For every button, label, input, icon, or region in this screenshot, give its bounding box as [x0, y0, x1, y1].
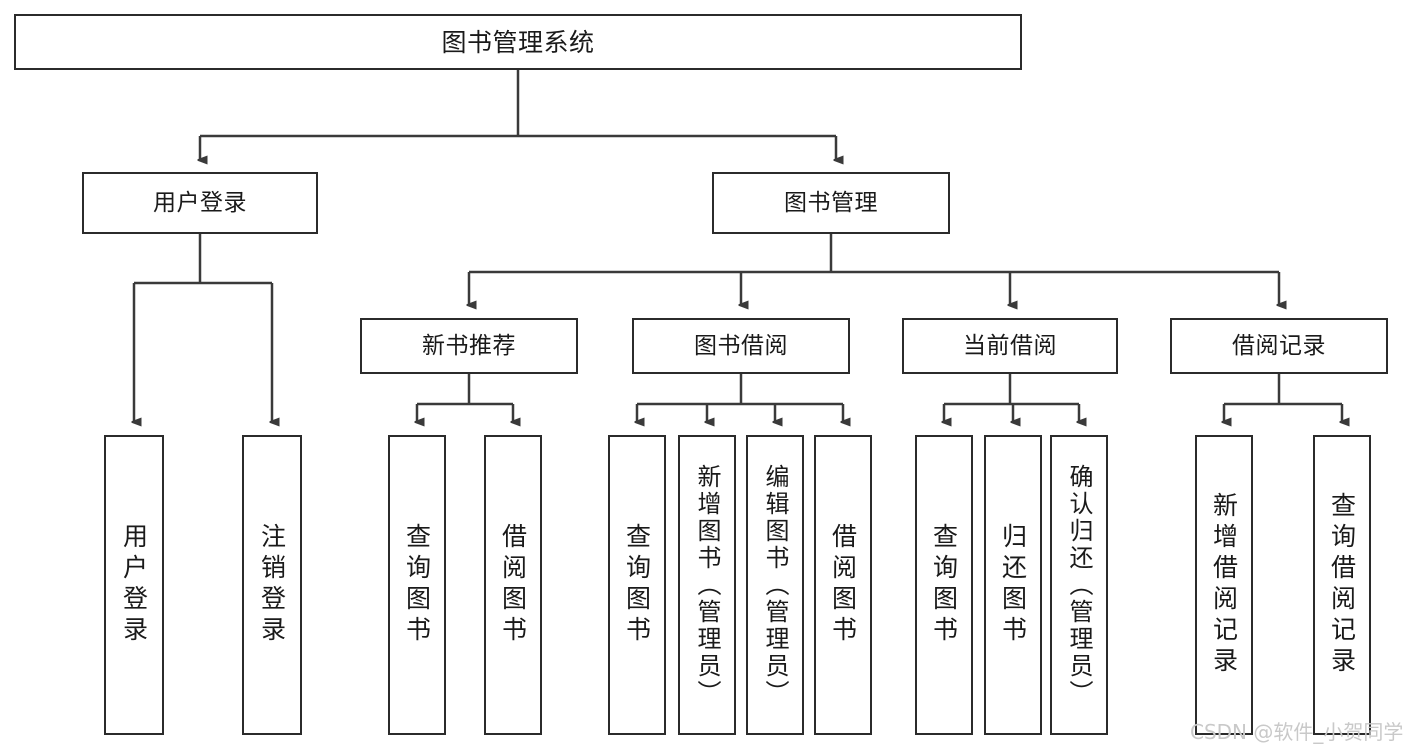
node-leaf-confirm-return[interactable]: 确认归还（管理员）: [1050, 435, 1108, 735]
node-book-manage-label: 图书管理: [784, 189, 878, 216]
node-leaf-add-record[interactable]: 新增借阅记录: [1195, 435, 1253, 735]
node-leaf-borrow-book-1[interactable]: 借阅图书: [484, 435, 542, 735]
node-new-book-recommend-label: 新书推荐: [422, 332, 516, 359]
node-root[interactable]: 图书管理系统: [14, 14, 1022, 70]
node-leaf-add-book[interactable]: 新增图书（管理员）: [678, 435, 736, 735]
node-leaf-add-record-label: 新增借阅记录: [1209, 492, 1239, 678]
node-leaf-return-book[interactable]: 归还图书: [984, 435, 1042, 735]
node-book-borrow-label: 图书借阅: [694, 332, 788, 359]
node-book-borrow[interactable]: 图书借阅: [632, 318, 850, 374]
node-new-book-recommend[interactable]: 新书推荐: [360, 318, 578, 374]
node-leaf-query-book-3[interactable]: 查询图书: [915, 435, 973, 735]
node-leaf-query-record-label: 查询借阅记录: [1327, 492, 1357, 678]
node-borrow-record[interactable]: 借阅记录: [1170, 318, 1388, 374]
node-leaf-user-login[interactable]: 用户登录: [104, 435, 164, 735]
node-leaf-borrow-book-2[interactable]: 借阅图书: [814, 435, 872, 735]
node-leaf-query-book-1[interactable]: 查询图书: [388, 435, 446, 735]
node-user-login-label: 用户登录: [153, 189, 247, 216]
node-leaf-query-book-3-label: 查询图书: [929, 523, 959, 647]
node-leaf-confirm-return-label: 确认归还（管理员）: [1065, 463, 1093, 707]
node-leaf-borrow-book-1-label: 借阅图书: [498, 523, 528, 647]
node-current-borrow[interactable]: 当前借阅: [902, 318, 1118, 374]
node-current-borrow-label: 当前借阅: [963, 332, 1057, 359]
csdn-watermark: CSDN @软件_小贺同学: [1190, 720, 1404, 744]
node-root-label: 图书管理系统: [441, 27, 595, 57]
node-book-manage[interactable]: 图书管理: [712, 172, 950, 234]
node-leaf-query-book-1-label: 查询图书: [402, 523, 432, 647]
node-user-login[interactable]: 用户登录: [82, 172, 318, 234]
node-leaf-query-book-2-label: 查询图书: [622, 523, 652, 647]
node-leaf-logout[interactable]: 注销登录: [242, 435, 302, 735]
node-leaf-edit-book-label: 编辑图书（管理员）: [761, 463, 789, 707]
node-leaf-return-book-label: 归还图书: [998, 523, 1028, 647]
node-leaf-logout-label: 注销登录: [257, 523, 287, 647]
node-leaf-query-record[interactable]: 查询借阅记录: [1313, 435, 1371, 735]
node-leaf-borrow-book-2-label: 借阅图书: [828, 523, 858, 647]
node-leaf-query-book-2[interactable]: 查询图书: [608, 435, 666, 735]
node-leaf-add-book-label: 新增图书（管理员）: [693, 463, 721, 707]
node-borrow-record-label: 借阅记录: [1232, 332, 1326, 359]
node-leaf-edit-book[interactable]: 编辑图书（管理员）: [746, 435, 804, 735]
node-leaf-user-login-label: 用户登录: [119, 523, 149, 647]
